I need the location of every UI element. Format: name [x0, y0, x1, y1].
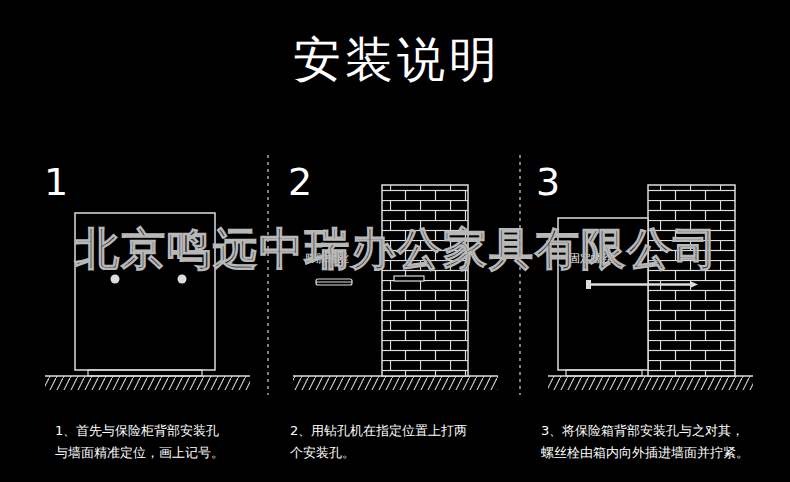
step-caption: 3、将保险箱背部安装孔与之对其， 螺丝栓由箱内向外插进墙面并拧紧。: [541, 420, 786, 464]
step-number: 2: [288, 160, 312, 204]
step-caption: 1、首先与保险柜背部安装孔 与墙面精准定位，画上记号。: [55, 420, 260, 464]
watermark: 北京鸣远中瑞办公家具有限公司: [2, 220, 790, 279]
step-caption: 2、用钻孔机在指定位置上打两 个安装孔。: [290, 420, 490, 464]
step-number: 3: [536, 160, 560, 204]
step-number: 1: [44, 160, 68, 204]
title: 安装说明: [2, 28, 790, 92]
